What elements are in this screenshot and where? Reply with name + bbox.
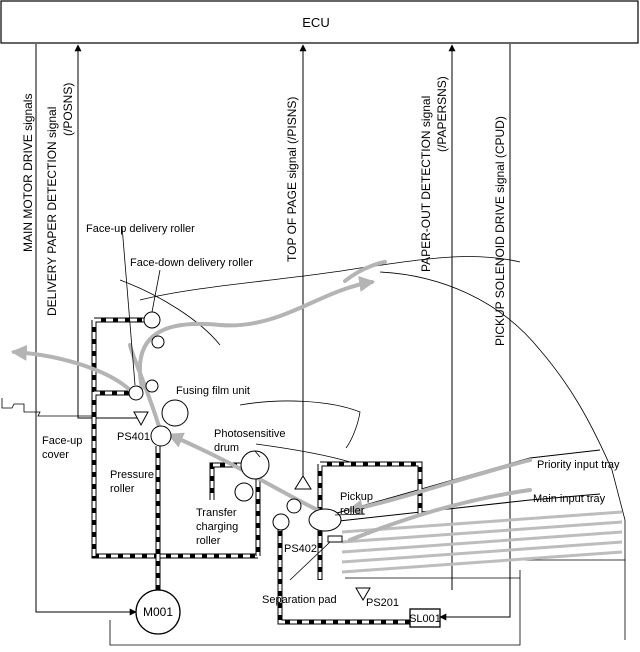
- face-down-delivery-roller: [143, 311, 161, 329]
- registration-roller-lower: [272, 513, 290, 531]
- photosensitive-drum: [240, 450, 270, 480]
- transfer-charging-roller: [234, 482, 254, 502]
- face-up-delivery-roller-2: [145, 379, 159, 393]
- separation-pad-label: Separation pad: [262, 594, 337, 606]
- face-up-cover-label-2: cover: [42, 449, 69, 461]
- transfer-charging-roller-label-3: roller: [196, 535, 221, 547]
- ps201-label: PS201: [366, 597, 399, 609]
- signal-wires: [35, 44, 511, 621]
- signal-labels: MAIN MOTOR DRIVE signals DELIVERY PAPER …: [21, 76, 507, 346]
- pressure-roller: [150, 425, 172, 447]
- fusing-film-roller: [161, 399, 189, 427]
- paper-stack: [341, 510, 623, 574]
- printer-outline: [1, 256, 626, 646]
- face-down-delivery-roller-2: [151, 335, 165, 349]
- rollers: [128, 311, 343, 543]
- main-input-tray-label: Main input tray: [533, 493, 606, 505]
- m001-motor: [135, 589, 181, 635]
- leader-lines: [121, 225, 366, 581]
- pickup-roller-label-2: roller: [340, 505, 365, 517]
- delivery-detect-signal-label-2: (/POSNS): [61, 83, 75, 136]
- ps402-sensor-icon: [294, 475, 312, 490]
- component-labels: Face-up delivery roller Face-down delive…: [42, 223, 620, 609]
- paper-out-signal-label-1: PAPER-OUT DETECTION signal: [419, 96, 433, 272]
- main-motor-signal-label: MAIN MOTOR DRIVE signals: [21, 94, 35, 252]
- pickup-solenoid-signal-label: PICKUP SOLENOID DRIVE signal (CPUD): [493, 116, 507, 346]
- m001-label: M001: [143, 605, 173, 619]
- ps401-label: PS401: [117, 431, 150, 443]
- pressure-roller-label-1: Pressure: [110, 469, 154, 481]
- photosensitive-drum-label-2: drum: [214, 442, 239, 454]
- transfer-charging-roller-label-2: charging: [196, 521, 238, 533]
- sensors: [133, 411, 371, 601]
- transfer-charging-roller-label-1: Transfer: [196, 507, 237, 519]
- paper-out-signal-label-2: (/PAPERSNS): [435, 76, 449, 152]
- sl001-solenoid: [409, 608, 441, 628]
- face-up-delivery-roller-label: Face-up delivery roller: [86, 223, 195, 235]
- ps402-label: PS402: [284, 543, 317, 555]
- pressure-roller-label-2: roller: [110, 483, 135, 495]
- ps401-sensor-icon: [133, 411, 149, 427]
- pickup-solenoid-wire: [439, 44, 511, 621]
- ecu-box: [0, 0, 639, 44]
- ecu-label: ECU: [302, 15, 329, 30]
- priority-input-tray-label: Priority input tray: [537, 459, 620, 471]
- input-trays: [329, 449, 623, 574]
- fusing-film-unit-label: Fusing film unit: [176, 385, 250, 397]
- photosensitive-drum-label-1: Photosensitive: [214, 428, 286, 440]
- top-of-page-signal-label: TOP OF PAGE signal (/PISNS): [285, 97, 299, 262]
- sl001-label: SL001: [409, 613, 441, 625]
- delivery-detect-wire: [74, 44, 140, 419]
- pickup-roller-label-1: Pickup: [340, 491, 373, 503]
- delivery-detect-signal-label-1: DELIVERY PAPER DETECTION signal: [45, 107, 59, 316]
- face-up-cover-label-1: Face-up: [42, 435, 82, 447]
- main-motor-wire: [35, 44, 137, 616]
- separation-pad: [327, 535, 343, 543]
- ps201-sensor-icon: [355, 587, 371, 601]
- face-up-delivery-roller: [128, 385, 144, 401]
- registration-roller-upper: [286, 498, 302, 514]
- face-down-delivery-roller-label: Face-down delivery roller: [130, 257, 253, 269]
- pickup-roller: [308, 508, 342, 532]
